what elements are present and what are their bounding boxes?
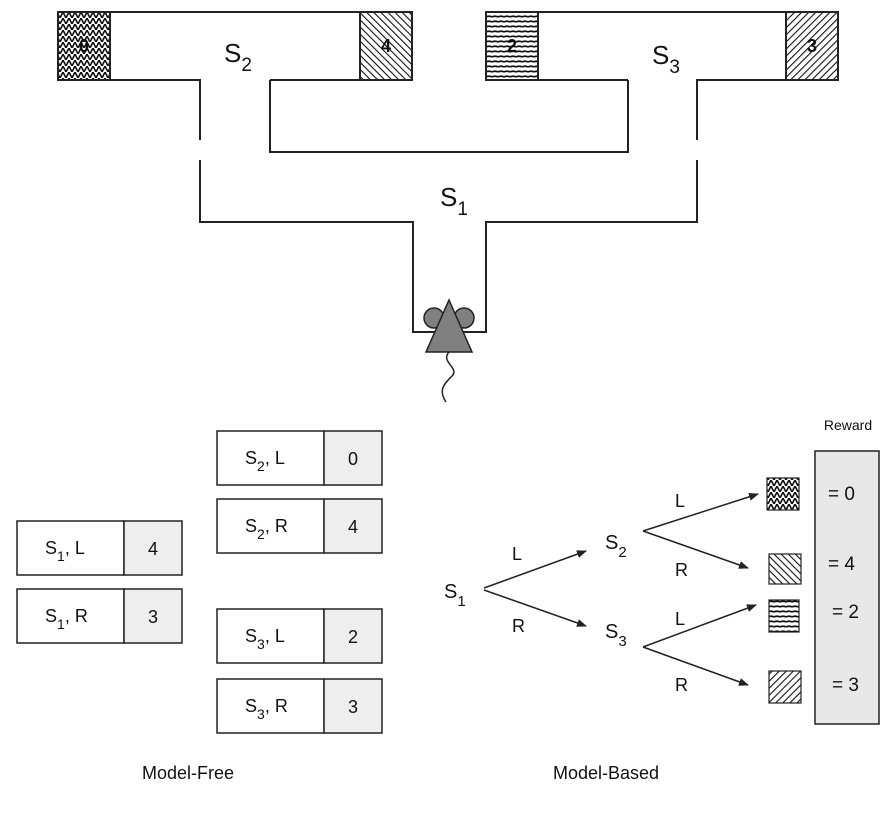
svg-text:4: 4 <box>148 539 158 559</box>
goal-value-left-s2: 0 <box>79 36 89 56</box>
svg-text:S2, R: S2, R <box>245 516 288 542</box>
edge-label-s2-right: R <box>675 560 688 580</box>
edge-s2-to-reward-0 <box>642 492 759 532</box>
reward-value-4: = 4 <box>828 554 855 575</box>
tree-root-s1: S1 <box>444 581 466 610</box>
terminal-goal-0 <box>766 477 800 511</box>
mouse-icon <box>423 298 475 403</box>
edge-label-s2-left: L <box>675 491 685 511</box>
edge-label-s3-left: L <box>675 609 685 629</box>
goal-box-right-s2 <box>359 11 413 81</box>
reward-value-0: = 0 <box>828 484 855 505</box>
q-entry-s1-left: S1, L 4 <box>16 520 183 576</box>
goal-box-left-s2 <box>57 11 111 81</box>
edge-s1-to-s2 <box>483 550 587 589</box>
tree-node-s3: S3 <box>605 621 627 650</box>
goal-value-right-s2: 4 <box>381 36 391 56</box>
maze-state-s3-label: S3 <box>652 40 680 78</box>
maze-left-arm-outline <box>57 11 413 140</box>
svg-text:S2, L: S2, L <box>245 448 285 474</box>
reward-panel <box>814 450 880 725</box>
goal-box-left-s3 <box>485 11 539 81</box>
svg-text:4: 4 <box>348 517 358 537</box>
reward-header: Reward <box>824 417 872 433</box>
model-based-caption: Model-Based <box>553 763 659 783</box>
edge-s3-to-reward-2 <box>642 604 757 648</box>
maze-left-arm-inner <box>269 80 629 153</box>
terminal-goal-2 <box>768 599 800 633</box>
model-free-caption: Model-Free <box>142 763 234 783</box>
edge-label-s1-right: R <box>512 616 525 636</box>
q-entry-s1-right: S1, R 3 <box>16 588 183 644</box>
t-maze <box>57 11 839 333</box>
maze-state-s2-label: S2 <box>224 38 252 76</box>
svg-text:S1, L: S1, L <box>45 538 85 564</box>
q-entry-s2-right: S2, R 4 <box>216 498 383 554</box>
terminal-goal-3 <box>768 670 802 704</box>
svg-text:S3, R: S3, R <box>245 696 288 722</box>
edge-s1-to-s3 <box>483 589 587 627</box>
tree-node-s2: S2 <box>605 532 627 561</box>
svg-text:S3, L: S3, L <box>245 626 285 652</box>
q-entry-s3-right: S3, R 3 <box>216 678 383 734</box>
model-free-q-table: S1, L 4 S1, R 3 S2, L 0 S2, R <box>16 430 383 734</box>
terminal-goal-4 <box>768 553 802 585</box>
edge-label-s3-right: R <box>675 675 688 695</box>
maze-state-s1-label: S1 <box>440 182 468 220</box>
svg-text:3: 3 <box>148 607 158 627</box>
model-based-tree: S1 S2 S3 L R L R L R <box>444 477 802 704</box>
q-entry-s2-left: S2, L 0 <box>216 430 383 486</box>
edge-label-s1-left: L <box>512 544 522 564</box>
goal-box-right-s3 <box>785 11 839 81</box>
reward-value-3: = 3 <box>832 675 859 696</box>
reward-value-2: = 2 <box>832 602 859 623</box>
svg-text:0: 0 <box>348 449 358 469</box>
svg-text:2: 2 <box>348 627 358 647</box>
svg-text:3: 3 <box>348 697 358 717</box>
q-entry-s3-left: S3, L 2 <box>216 608 383 664</box>
edge-s2-to-reward-4 <box>642 530 749 569</box>
edge-s3-to-reward-3 <box>642 646 749 686</box>
svg-text:S1, R: S1, R <box>45 606 88 632</box>
goal-value-right-s3: 3 <box>807 36 817 56</box>
goal-value-left-s3: 2 <box>507 36 517 56</box>
